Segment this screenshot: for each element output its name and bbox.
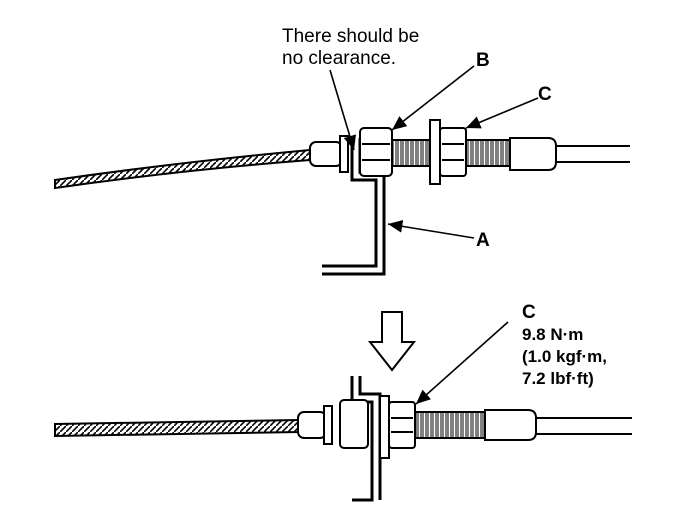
bracket-a-bottom [350, 376, 374, 502]
nut-c-top [439, 127, 467, 177]
leader-a [387, 219, 475, 239]
bracket-a [322, 138, 378, 268]
torque-line-1: 9.8 N·m [522, 325, 583, 344]
leader-no-clearance [329, 69, 356, 151]
torque-line-3: 7.2 lbf·ft) [522, 369, 594, 388]
leader-c-bottom [415, 321, 509, 405]
label-c-bottom: C [522, 302, 536, 323]
cable-assembly-before [54, 119, 630, 276]
label-c-top: C [538, 84, 552, 105]
note-line-1: There should be [282, 26, 419, 47]
note-line-2: no clearance. [282, 48, 396, 69]
inner-cable-bottom [54, 418, 299, 438]
cable-assembly-after [54, 376, 632, 502]
cable-housing-top [509, 137, 557, 171]
down-arrow-icon [367, 311, 417, 372]
label-b: B [476, 50, 490, 71]
torque-line-2: (1.0 kgf·m, [522, 347, 607, 366]
leader-b [391, 65, 475, 131]
inner-cable [54, 148, 311, 190]
threaded-section-bottom [414, 411, 486, 439]
leader-c-top [465, 97, 539, 129]
nut-c-bottom [388, 401, 416, 449]
label-a: A [476, 230, 490, 251]
washer-top [429, 119, 441, 185]
nut-b [359, 127, 393, 177]
threaded-section-top [391, 139, 431, 167]
leader-lines [329, 65, 539, 405]
cable-end-fitting [309, 141, 343, 167]
